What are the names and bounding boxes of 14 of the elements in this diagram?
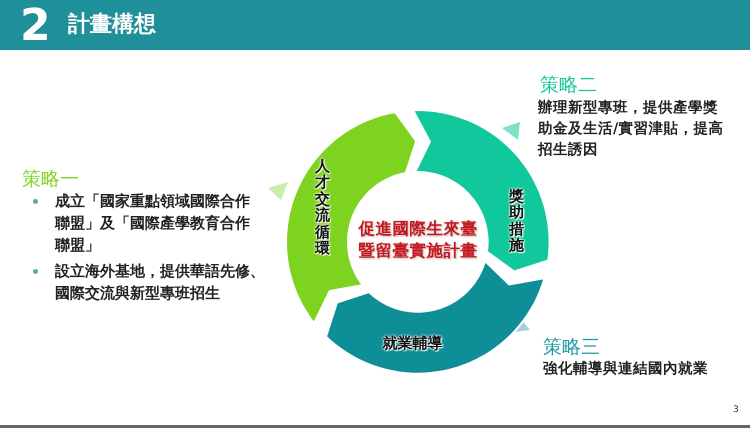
segment-label: 獎助措施 xyxy=(508,188,524,254)
segment-label: 就業輔導 xyxy=(382,334,442,353)
bullet-text: 成立「國家重點領域國際合作聯盟」及「國際產學教育合作聯盟」 xyxy=(55,191,251,256)
strategy-text: 強化輔導與連結國內就業 xyxy=(543,360,709,379)
slide-title: 計畫構想 xyxy=(68,11,156,39)
strategy-heading: 策略一 xyxy=(22,167,79,192)
plan-title-text: 促進國際生來臺暨留臺實施計畫 xyxy=(357,218,478,262)
page-number: 3 xyxy=(733,405,739,415)
strategy-text: 辦理新型專班，提供產學獎助金及生活/實習津貼，提高招生誘因 xyxy=(538,98,724,160)
bullet-text: 設立海外基地，提供華語先修、國際交流與新型專班招生 xyxy=(55,261,266,304)
strategy-heading: 策略三 xyxy=(543,335,600,360)
section-number: 2 xyxy=(20,0,51,52)
segment-label: 人才交流循環 xyxy=(315,158,330,257)
strategy-heading: 策略二 xyxy=(540,73,597,98)
